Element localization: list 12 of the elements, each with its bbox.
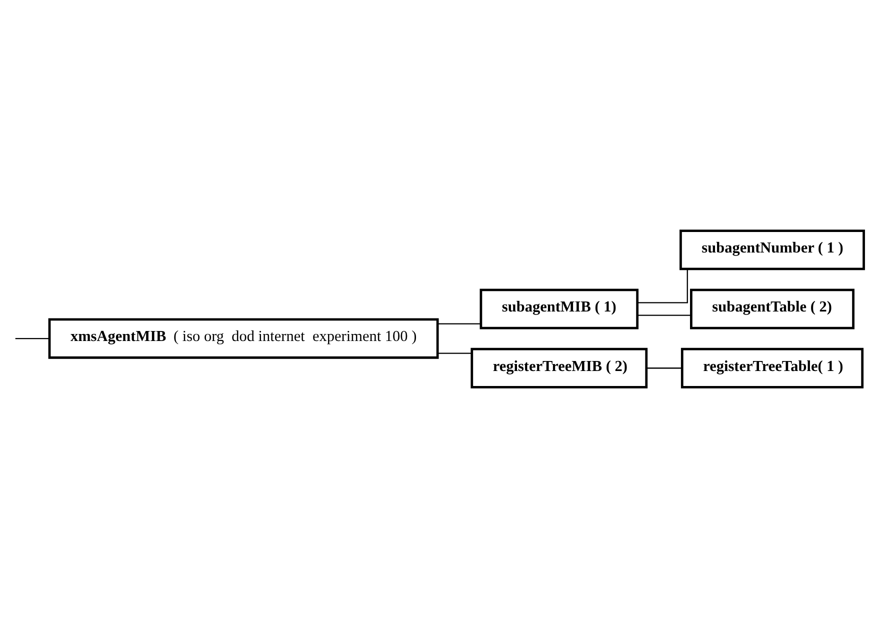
node-box: xmsAgentMIB ( iso org dod internet experiment 100 ) (48, 318, 439, 358)
node-box: subagentTable ( 2) (690, 288, 854, 329)
connector (638, 314, 692, 316)
node-box: subagentMIB ( 1) (480, 288, 639, 329)
node-box: registerTreeTable( 1 ) (680, 347, 864, 388)
connector (637, 268, 688, 303)
connector (438, 352, 472, 354)
node-box: registerTreeMIB ( 2) (470, 347, 648, 388)
connector (15, 337, 50, 339)
connector (438, 322, 481, 324)
connector (646, 367, 682, 368)
node-box: subagentNumber ( 1 ) (680, 229, 865, 270)
